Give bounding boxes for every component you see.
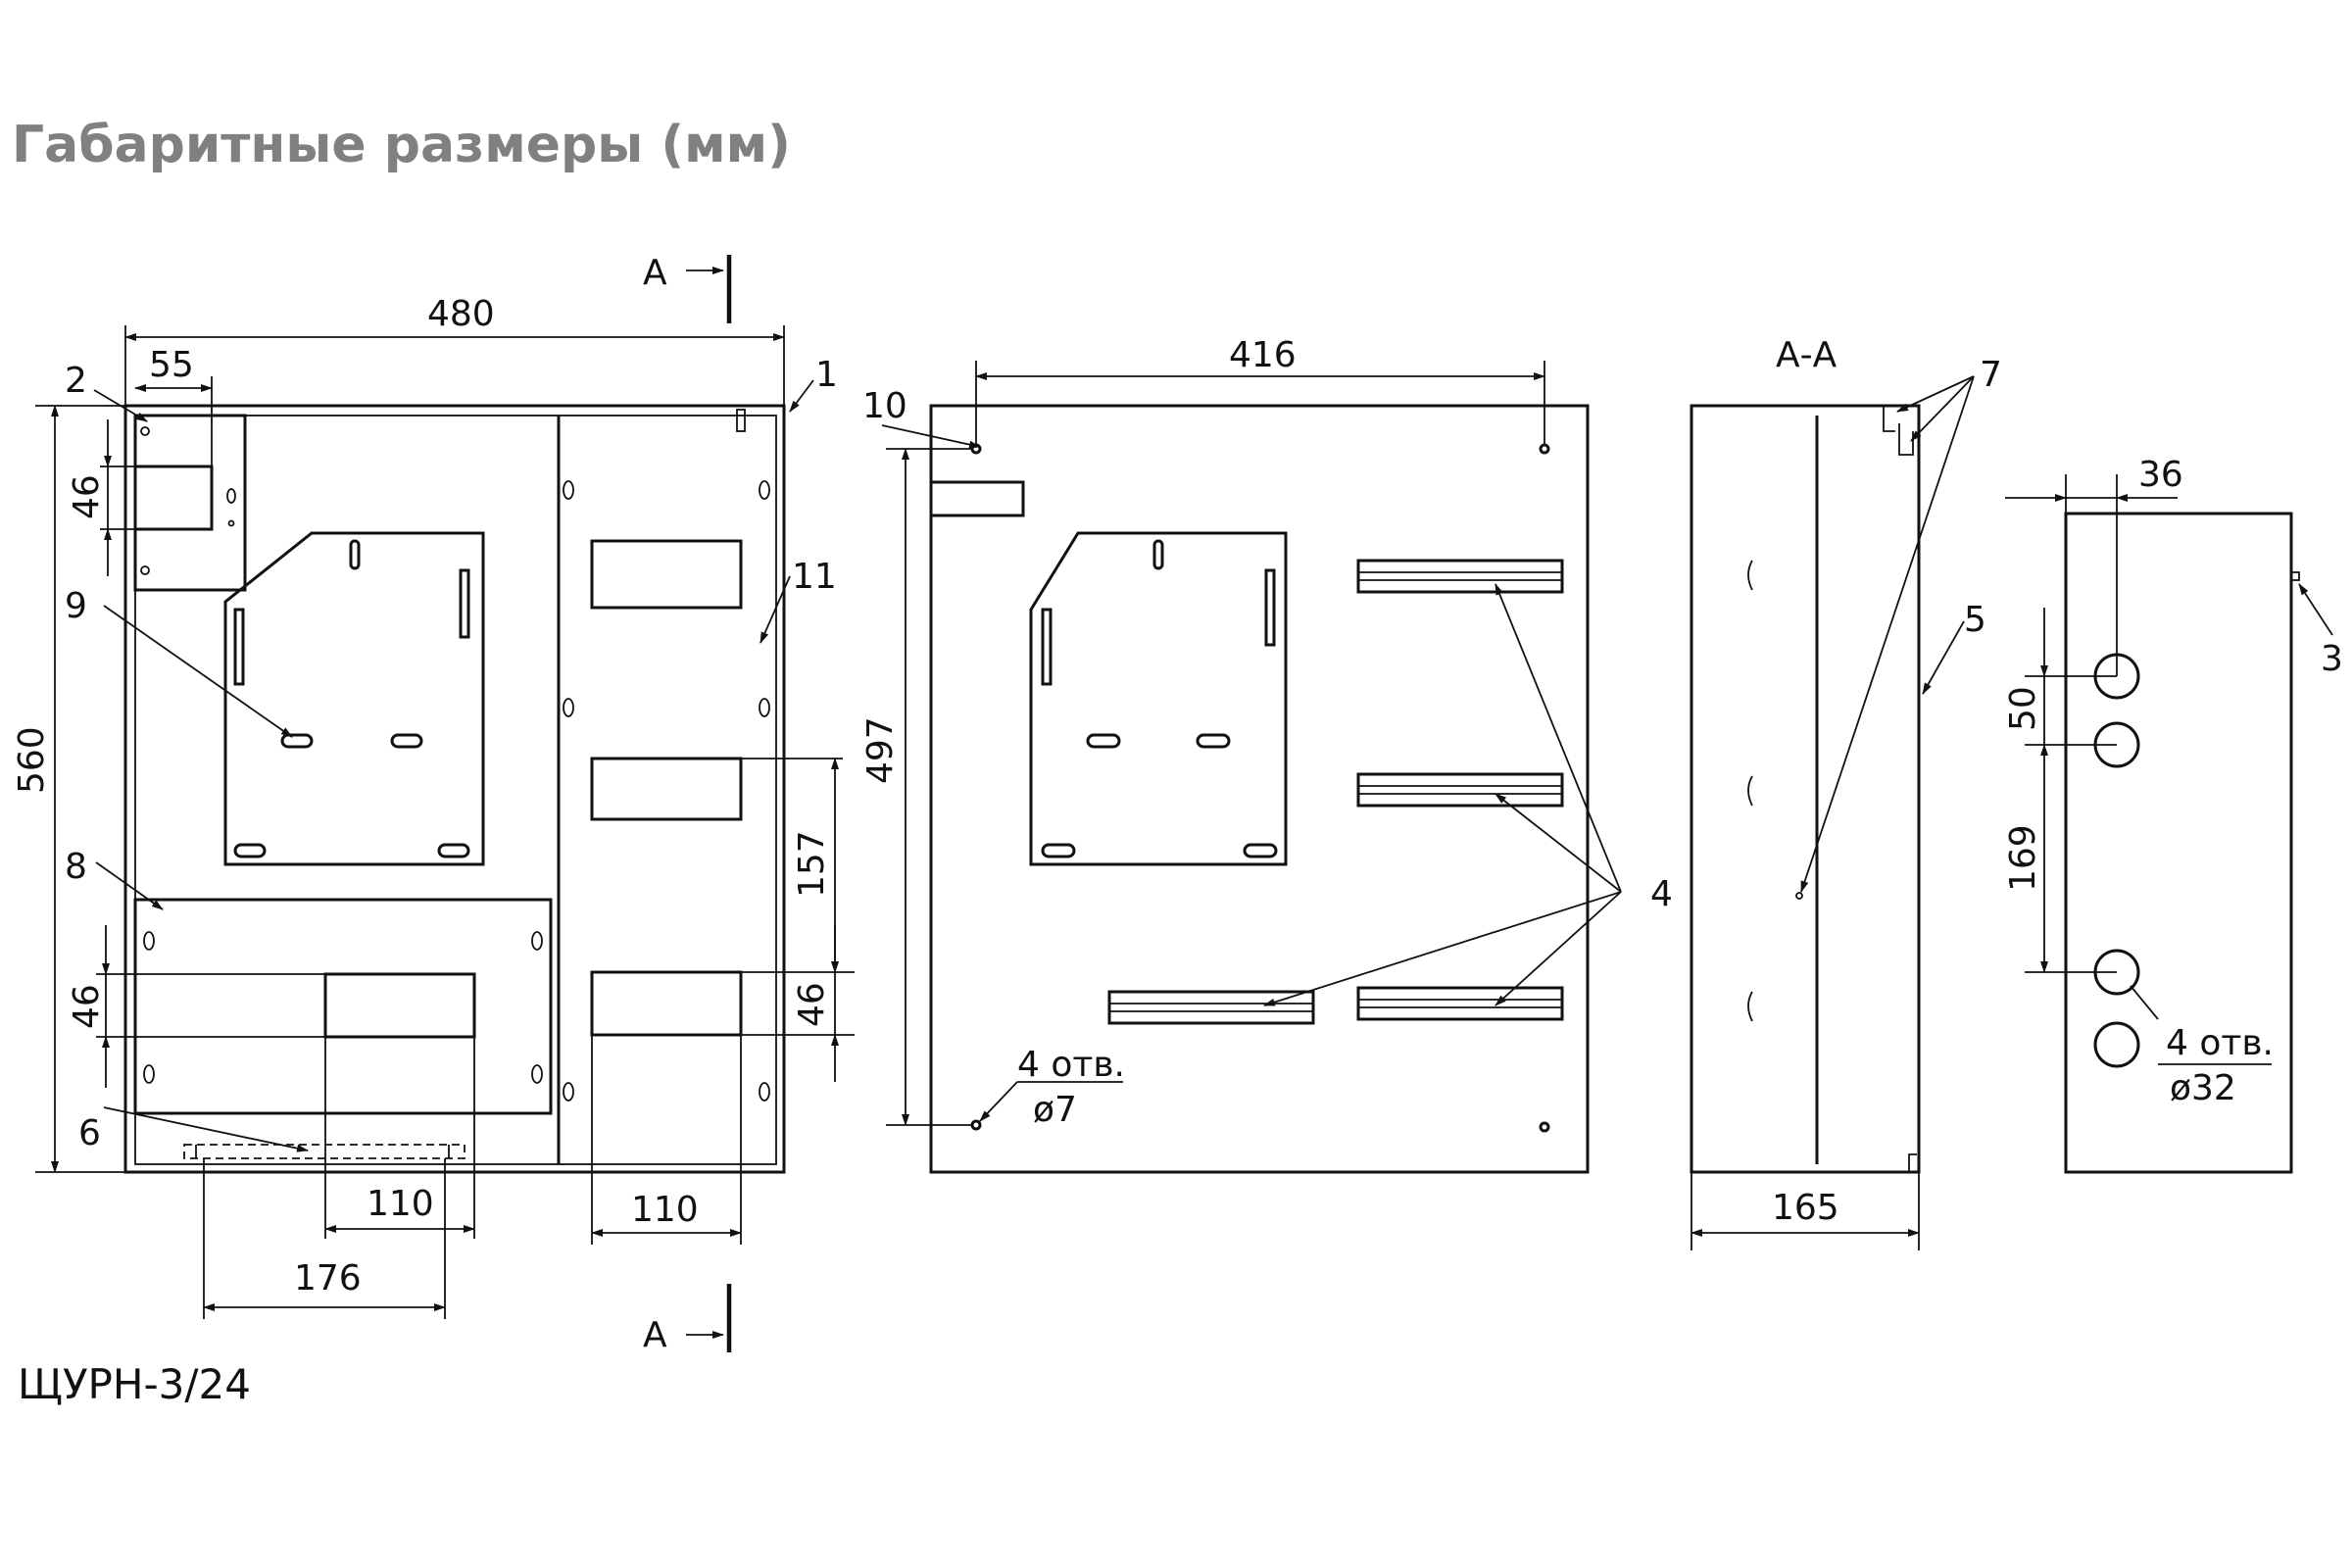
front-dimensions xyxy=(35,325,855,1319)
callout-11: 11 xyxy=(792,557,837,597)
section-view-title: А-А xyxy=(1776,335,1838,375)
dim-46-top: 46 xyxy=(67,474,107,519)
callout-5: 5 xyxy=(1964,600,1986,640)
side-dimensions xyxy=(2005,474,2333,1065)
callout-8: 8 xyxy=(65,847,87,887)
dim-176: 176 xyxy=(294,1258,362,1298)
side-holes-count: 4 отв. xyxy=(2166,1023,2274,1063)
dim-110-a: 110 xyxy=(367,1184,434,1224)
dim-width-416: 416 xyxy=(1229,335,1297,375)
side-holes-dia: ø32 xyxy=(2170,1068,2236,1108)
callout-10: 10 xyxy=(862,386,907,426)
rear-view xyxy=(929,404,1590,1174)
dim-height-497: 497 xyxy=(860,716,901,784)
callout-6: 6 xyxy=(78,1113,101,1153)
rear-holes-dia: ø7 xyxy=(1033,1090,1077,1130)
callout-2: 2 xyxy=(65,361,87,401)
section-dimensions xyxy=(1690,375,1975,1250)
dim-depth-165: 165 xyxy=(1772,1188,1839,1228)
section-mark-top xyxy=(686,255,732,323)
dim-110-b: 110 xyxy=(631,1190,699,1230)
dim-55: 55 xyxy=(149,345,194,385)
callout-4: 4 xyxy=(1650,874,1673,914)
rear-holes-count: 4 отв. xyxy=(1017,1045,1125,1085)
section-mark-bottom xyxy=(686,1284,732,1352)
dim-width-480: 480 xyxy=(427,294,495,334)
front-callout-leaders xyxy=(93,379,814,1152)
callout-3: 3 xyxy=(2321,639,2343,679)
model-label: ЩУРН-3/24 xyxy=(18,1360,251,1408)
front-view xyxy=(123,404,786,1174)
callout-7: 7 xyxy=(1980,355,2002,395)
section-mark-bottom-label: А xyxy=(643,1315,667,1355)
dim-height-560: 560 xyxy=(12,726,52,794)
dim-169: 169 xyxy=(2003,824,2043,892)
callout-9: 9 xyxy=(65,586,87,626)
page-title: Габаритные размеры (мм) xyxy=(12,116,791,174)
dim-46-left: 46 xyxy=(67,984,107,1029)
section-mark-top-label: А xyxy=(643,253,667,293)
dim-46-right: 46 xyxy=(792,982,832,1027)
dim-36: 36 xyxy=(2138,455,2183,495)
callout-1: 1 xyxy=(815,355,838,395)
dim-50: 50 xyxy=(2003,686,2043,731)
section-view xyxy=(1690,404,1921,1174)
rear-dimensions xyxy=(881,361,1622,1126)
dim-157: 157 xyxy=(792,830,832,898)
